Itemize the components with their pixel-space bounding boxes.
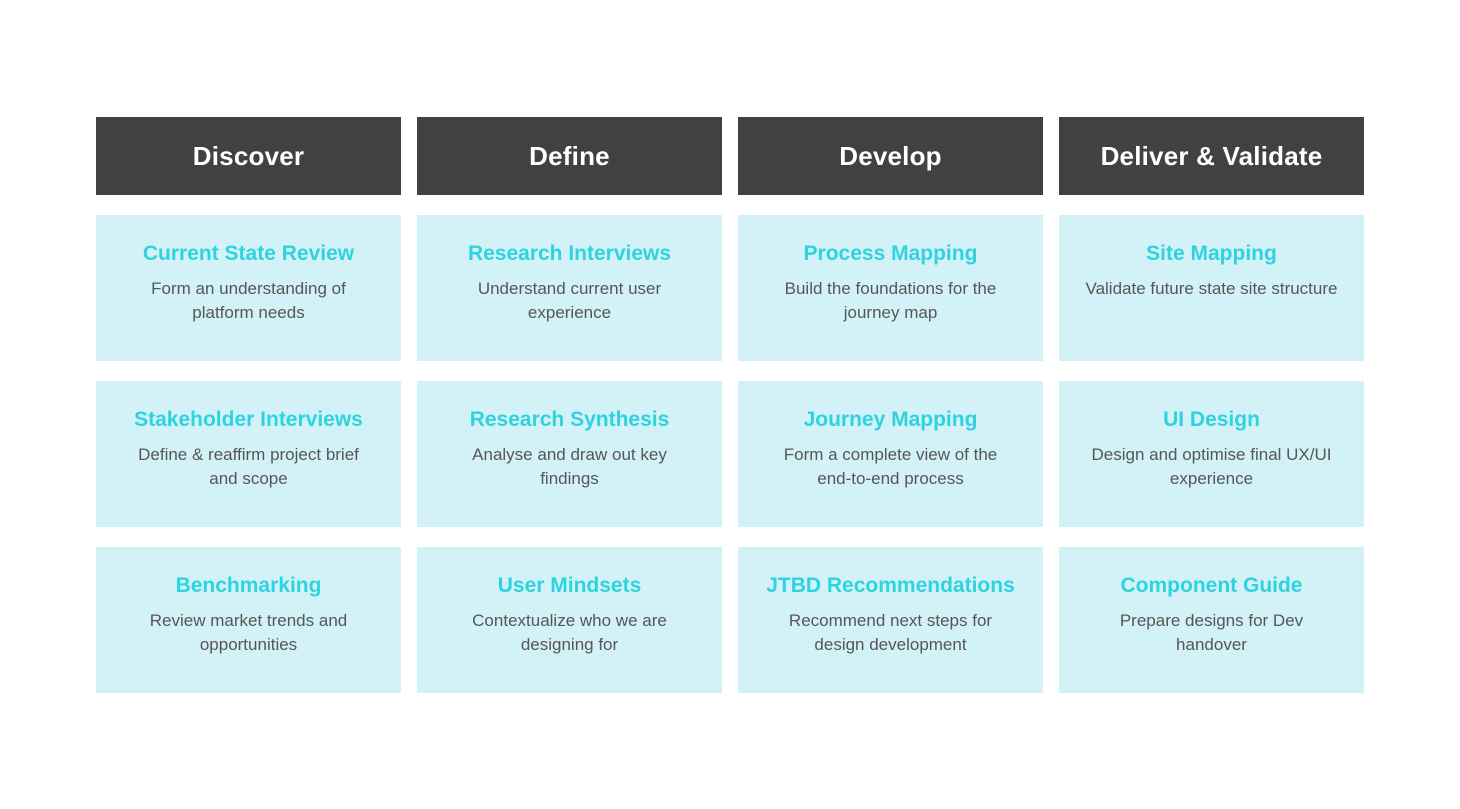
activity-card[interactable]: Stakeholder Interviews Define & reaffirm… bbox=[96, 381, 401, 527]
activity-card[interactable]: Research Interviews Understand current u… bbox=[417, 215, 722, 361]
activity-card-title: Research Synthesis bbox=[469, 408, 670, 431]
phase-header-deliver-and-validate[interactable]: Deliver & Validate bbox=[1059, 117, 1364, 195]
activity-card-description: Prepare designs for Dev handover bbox=[1119, 611, 1304, 655]
activity-card-description: Build the foundations for the journey ma… bbox=[784, 279, 997, 323]
activity-card-title: Component Guide bbox=[1120, 574, 1303, 597]
activity-card[interactable]: UI Design Design and optimise final UX/U… bbox=[1059, 381, 1364, 527]
activity-card-title: UI Design bbox=[1163, 408, 1260, 431]
phase-header-define[interactable]: Define bbox=[417, 117, 722, 195]
activity-card-description: Validate future state site structure bbox=[1085, 279, 1338, 299]
activity-card-description: Define & reaffirm project brief and scop… bbox=[138, 445, 359, 489]
process-phase-board: Discover Define Develop Deliver & Valida… bbox=[96, 117, 1364, 693]
activity-card-title: Benchmarking bbox=[175, 574, 322, 597]
activity-row-1: Current State Review Form an understandi… bbox=[96, 215, 1364, 361]
activity-row-3: Benchmarking Review market trends and op… bbox=[96, 547, 1364, 693]
activity-card-description: Contextualize who we are designing for bbox=[472, 611, 667, 655]
activity-card-description: Recommend next steps for design developm… bbox=[788, 611, 993, 655]
activity-card-title: JTBD Recommendations bbox=[766, 574, 1015, 597]
activity-card-title: Site Mapping bbox=[1146, 242, 1277, 265]
activity-card[interactable]: Current State Review Form an understandi… bbox=[96, 215, 401, 361]
activity-card-title: Research Interviews bbox=[467, 242, 672, 265]
activity-card-description: Understand current user experience bbox=[477, 279, 662, 323]
phase-header-label: Deliver & Validate bbox=[1100, 141, 1323, 171]
activity-card[interactable]: Benchmarking Review market trends and op… bbox=[96, 547, 401, 693]
activity-card-description: Review market trends and opportunities bbox=[149, 611, 348, 655]
phase-header-discover[interactable]: Discover bbox=[96, 117, 401, 195]
activity-card-title: Journey Mapping bbox=[803, 408, 978, 431]
activity-card-title: Stakeholder Interviews bbox=[134, 408, 363, 431]
phase-header-develop[interactable]: Develop bbox=[738, 117, 1043, 195]
activity-card-description: Design and optimise final UX/UI experien… bbox=[1091, 445, 1332, 489]
activity-card[interactable]: Research Synthesis Analyse and draw out … bbox=[417, 381, 722, 527]
phase-header-label: Discover bbox=[192, 141, 305, 171]
activity-row-2: Stakeholder Interviews Define & reaffirm… bbox=[96, 381, 1364, 527]
activity-card[interactable]: Journey Mapping Form a complete view of … bbox=[738, 381, 1043, 527]
activity-card-title: Current State Review bbox=[142, 242, 355, 265]
activity-card-title: User Mindsets bbox=[497, 574, 642, 597]
phase-header-row: Discover Define Develop Deliver & Valida… bbox=[96, 117, 1364, 195]
activity-card[interactable]: Process Mapping Build the foundations fo… bbox=[738, 215, 1043, 361]
activity-card[interactable]: Component Guide Prepare designs for Dev … bbox=[1059, 547, 1364, 693]
activity-card[interactable]: JTBD Recommendations Recommend next step… bbox=[738, 547, 1043, 693]
phase-header-label: Define bbox=[529, 141, 610, 171]
phase-header-label: Develop bbox=[839, 141, 942, 171]
activity-card[interactable]: User Mindsets Contextualize who we are d… bbox=[417, 547, 722, 693]
activity-card-description: Form an understanding of platform needs bbox=[151, 279, 346, 323]
activity-card-description: Analyse and draw out key findings bbox=[472, 445, 667, 489]
activity-card-title: Process Mapping bbox=[803, 242, 978, 265]
activity-card[interactable]: Site Mapping Validate future state site … bbox=[1059, 215, 1364, 361]
activity-card-description: Form a complete view of the end-to-end p… bbox=[783, 445, 998, 489]
